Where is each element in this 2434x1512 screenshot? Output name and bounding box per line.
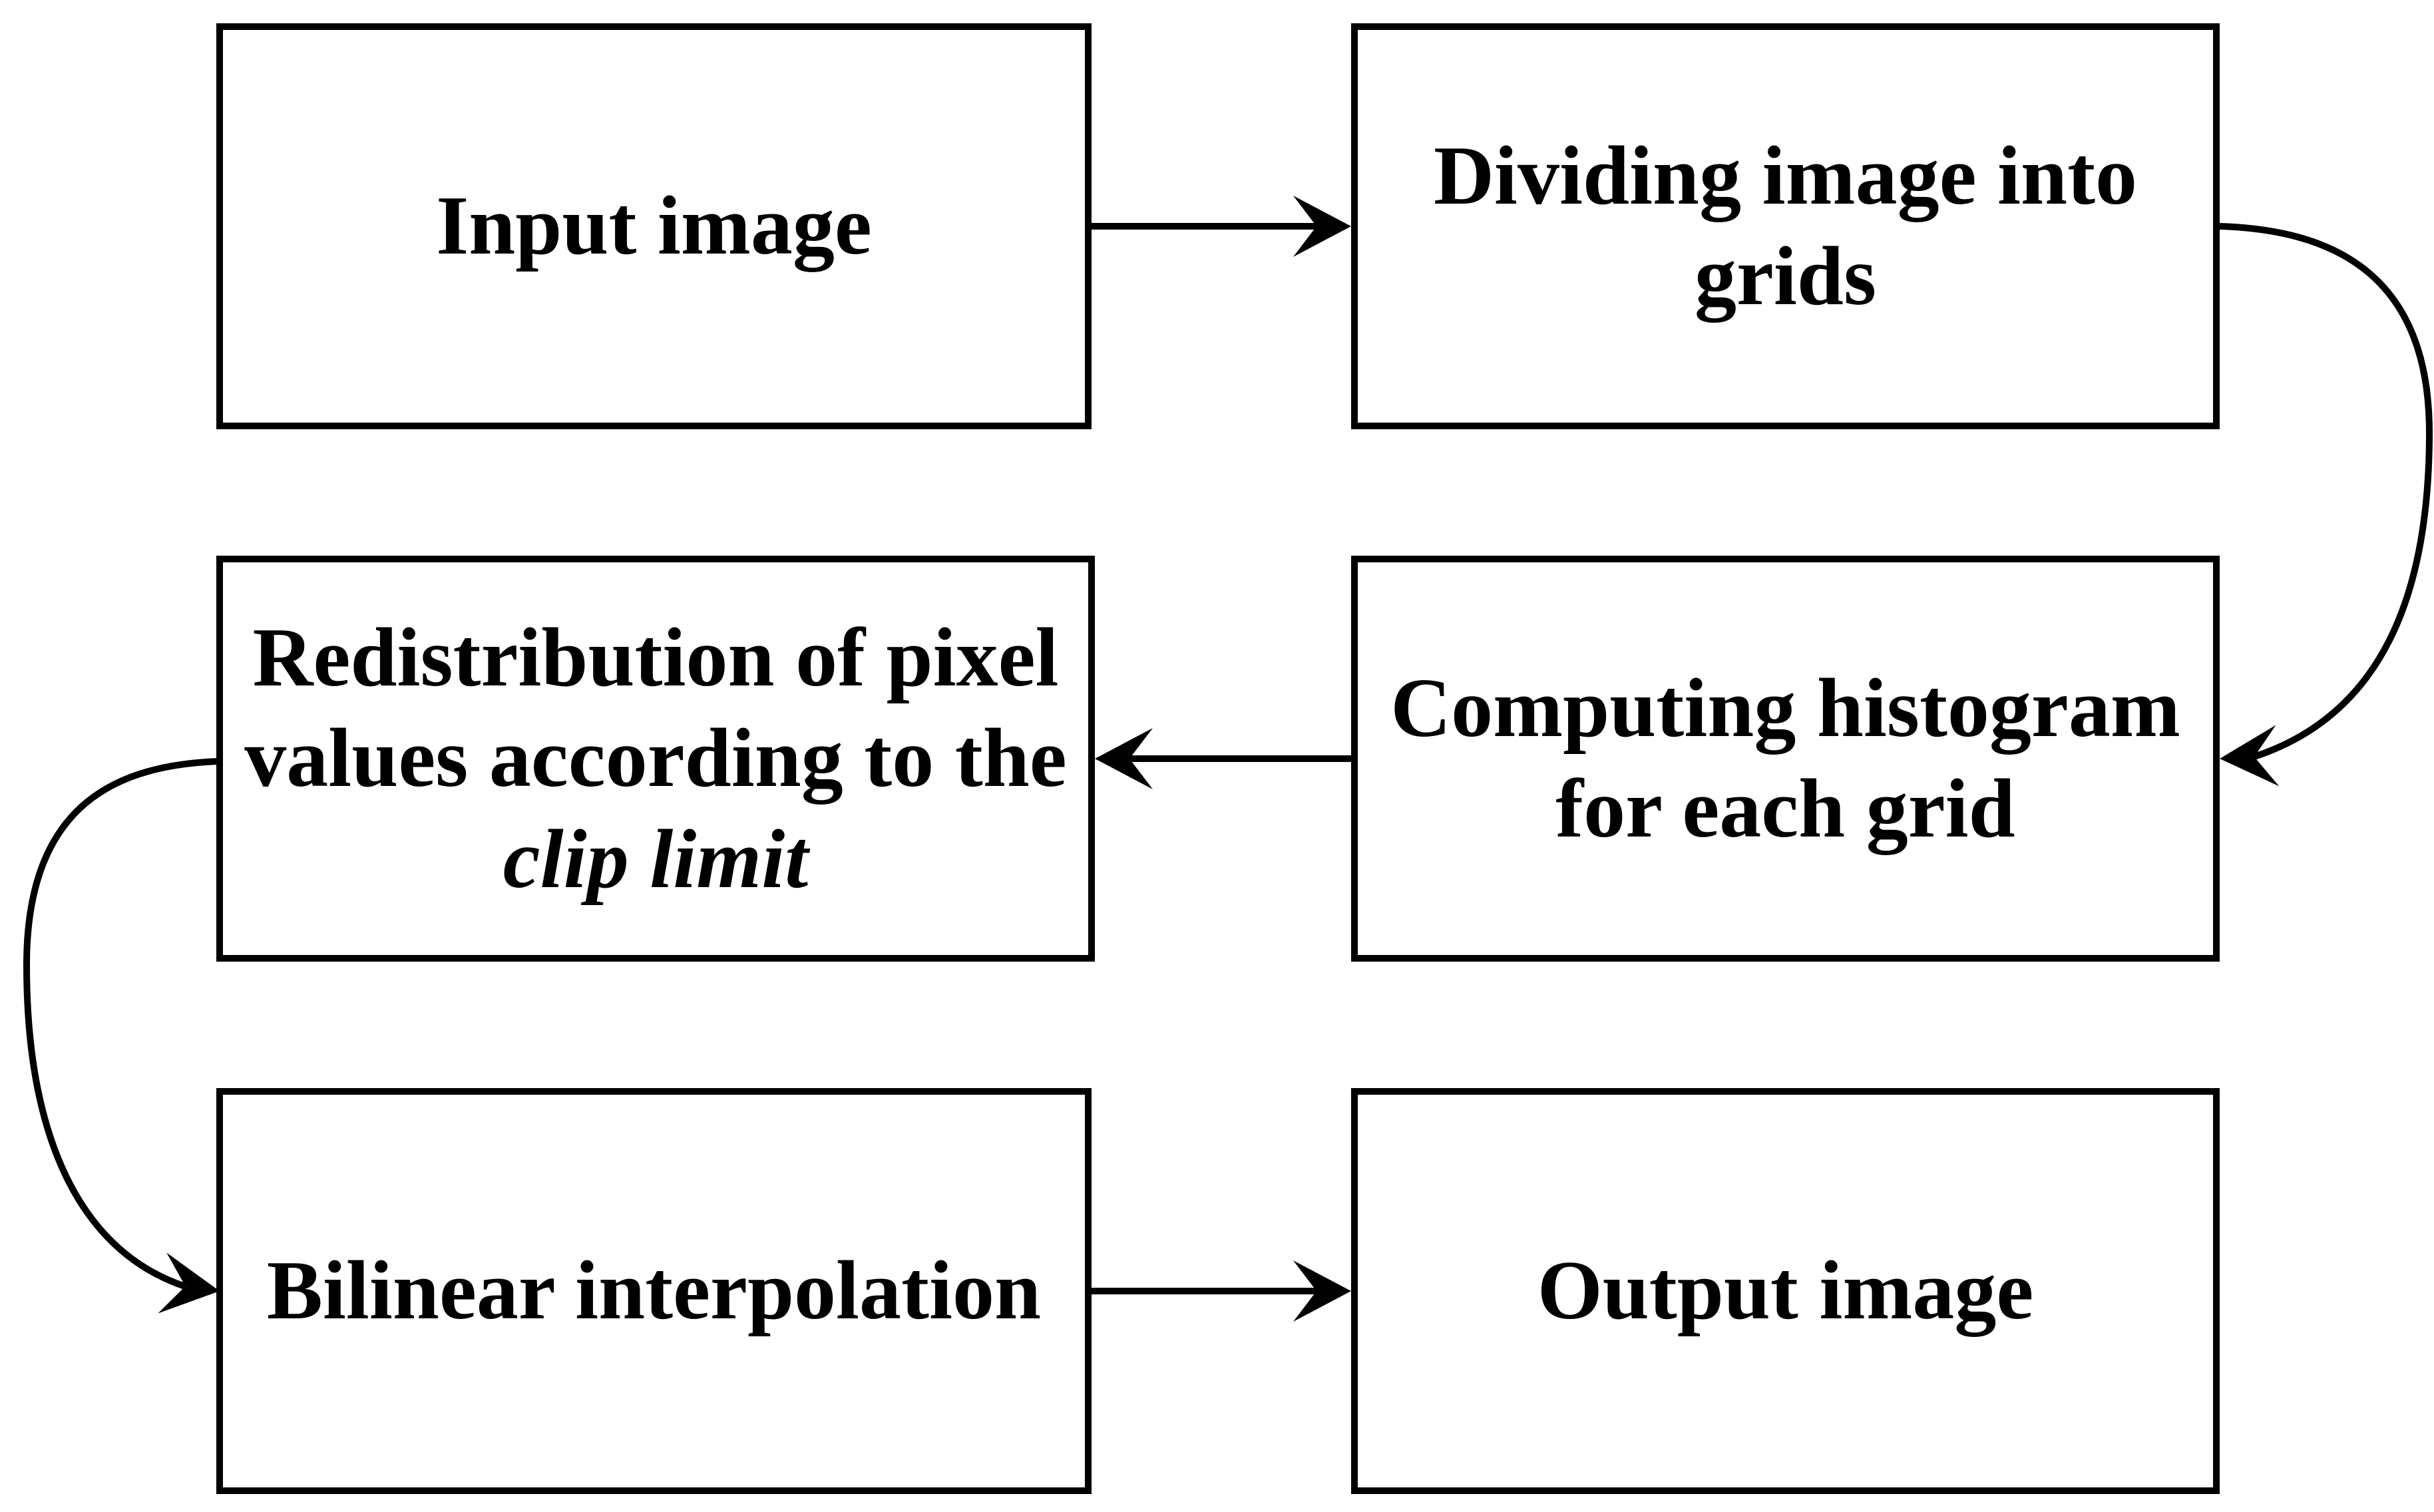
arrowhead-right-icon — [1293, 1260, 1351, 1322]
node-label: Bilinear interpolation — [266, 1244, 1042, 1338]
node-label-line: Computing histogram — [1390, 662, 2180, 755]
arrowhead-right-icon — [1293, 196, 1351, 257]
node-label-line: values according to the — [244, 712, 1067, 805]
node-output-image: Output image — [1351, 1088, 2220, 1494]
node-label-line: for each grid — [1555, 763, 2015, 855]
node-label-line: Redistribution of pixel — [252, 612, 1059, 705]
arrowhead-right-icon — [158, 1252, 220, 1314]
node-label-line-italic: clip limit — [503, 813, 809, 906]
edge-dividing-to-computing — [2219, 223, 2433, 760]
node-bilinear-interpolation: Bilinear interpolation — [216, 1088, 1092, 1494]
node-label: Output image — [1537, 1244, 2034, 1338]
node-label-line: Dividing image into — [1433, 129, 2138, 222]
arrowhead-left-icon — [1095, 728, 1153, 789]
arrowhead-left-icon — [2220, 725, 2280, 787]
node-label: Input image — [436, 180, 872, 273]
node-redistribution-clip-limit: Redistribution of pixel values according… — [216, 556, 1095, 962]
node-input-image: Input image — [216, 23, 1092, 429]
node-computing-histogram: Computing histogram for each grid — [1351, 556, 2220, 962]
node-dividing-image-into-grids: Dividing image into grids — [1351, 23, 2220, 429]
edge-redistribution-to-bilinear — [23, 758, 218, 1290]
node-label-line: grids — [1694, 230, 1877, 323]
